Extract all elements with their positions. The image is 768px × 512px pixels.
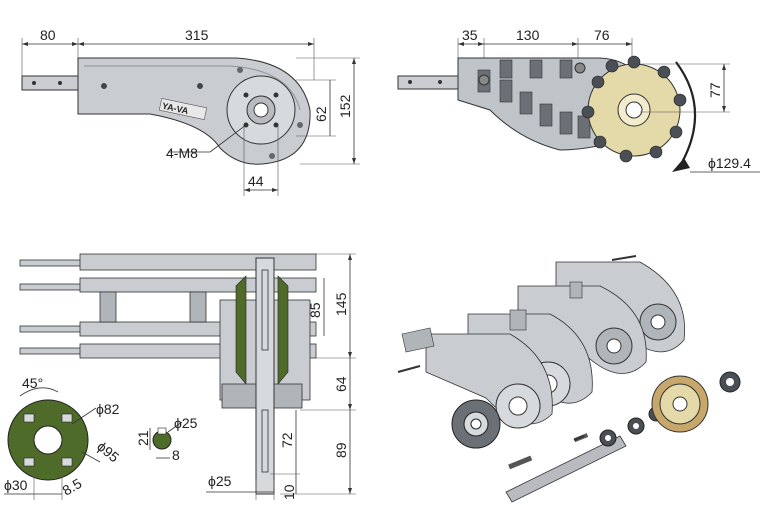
flange-section-right xyxy=(277,275,289,385)
dim-flange-82: ϕ82 xyxy=(96,401,120,417)
dim-hole-8-5: 8.5 xyxy=(60,475,85,499)
dim-62: 62 xyxy=(313,106,329,122)
dim-key-shaft-25: ϕ25 xyxy=(174,415,198,431)
exploded-view xyxy=(397,255,741,503)
dim-145: 145 xyxy=(333,292,349,316)
front-view: 145 64 89 85 72 10 ϕ25 xyxy=(19,253,356,500)
dim-72: 72 xyxy=(279,432,295,448)
dim-bore-30: ϕ30 xyxy=(4,477,28,493)
dim-80: 80 xyxy=(40,27,56,43)
screw-spec: 4-M8 xyxy=(166,145,198,161)
dim-shaft-diameter: ϕ25 xyxy=(208,473,232,489)
exploded-shaft xyxy=(505,435,627,503)
dim-315: 315 xyxy=(185,27,209,43)
dim-10: 10 xyxy=(281,484,297,500)
side-view: 80 315 YA-VA 152 xyxy=(21,27,360,196)
flange-detail: 45° ϕ82 ϕ95 ϕ30 8.5 xyxy=(4,375,122,500)
dim-angle: 45° xyxy=(22,375,43,391)
mounting-bar xyxy=(21,75,83,91)
dim-89: 89 xyxy=(333,442,349,458)
dim-152: 152 xyxy=(337,94,353,118)
dim-130: 130 xyxy=(516,27,540,43)
dim-85: 85 xyxy=(307,302,323,318)
dim-key-21: 21 xyxy=(135,430,151,446)
dim-pitch-diameter: ϕ129.4 xyxy=(708,155,751,171)
dim-76: 76 xyxy=(594,27,610,43)
dim-35: 35 xyxy=(462,27,478,43)
chain-view: 35 130 76 xyxy=(397,27,760,173)
drive-shaft xyxy=(255,257,275,495)
dim-key-8: 8 xyxy=(172,447,180,463)
dim-64: 64 xyxy=(333,376,349,392)
flange-section-left xyxy=(235,275,247,385)
chain-mount-bar xyxy=(397,75,461,90)
key-detail: ϕ25 21 8 xyxy=(135,415,198,463)
brand-logo: YA-VA xyxy=(158,97,208,121)
dim-77: 77 xyxy=(707,82,723,98)
dim-44: 44 xyxy=(248,173,264,189)
